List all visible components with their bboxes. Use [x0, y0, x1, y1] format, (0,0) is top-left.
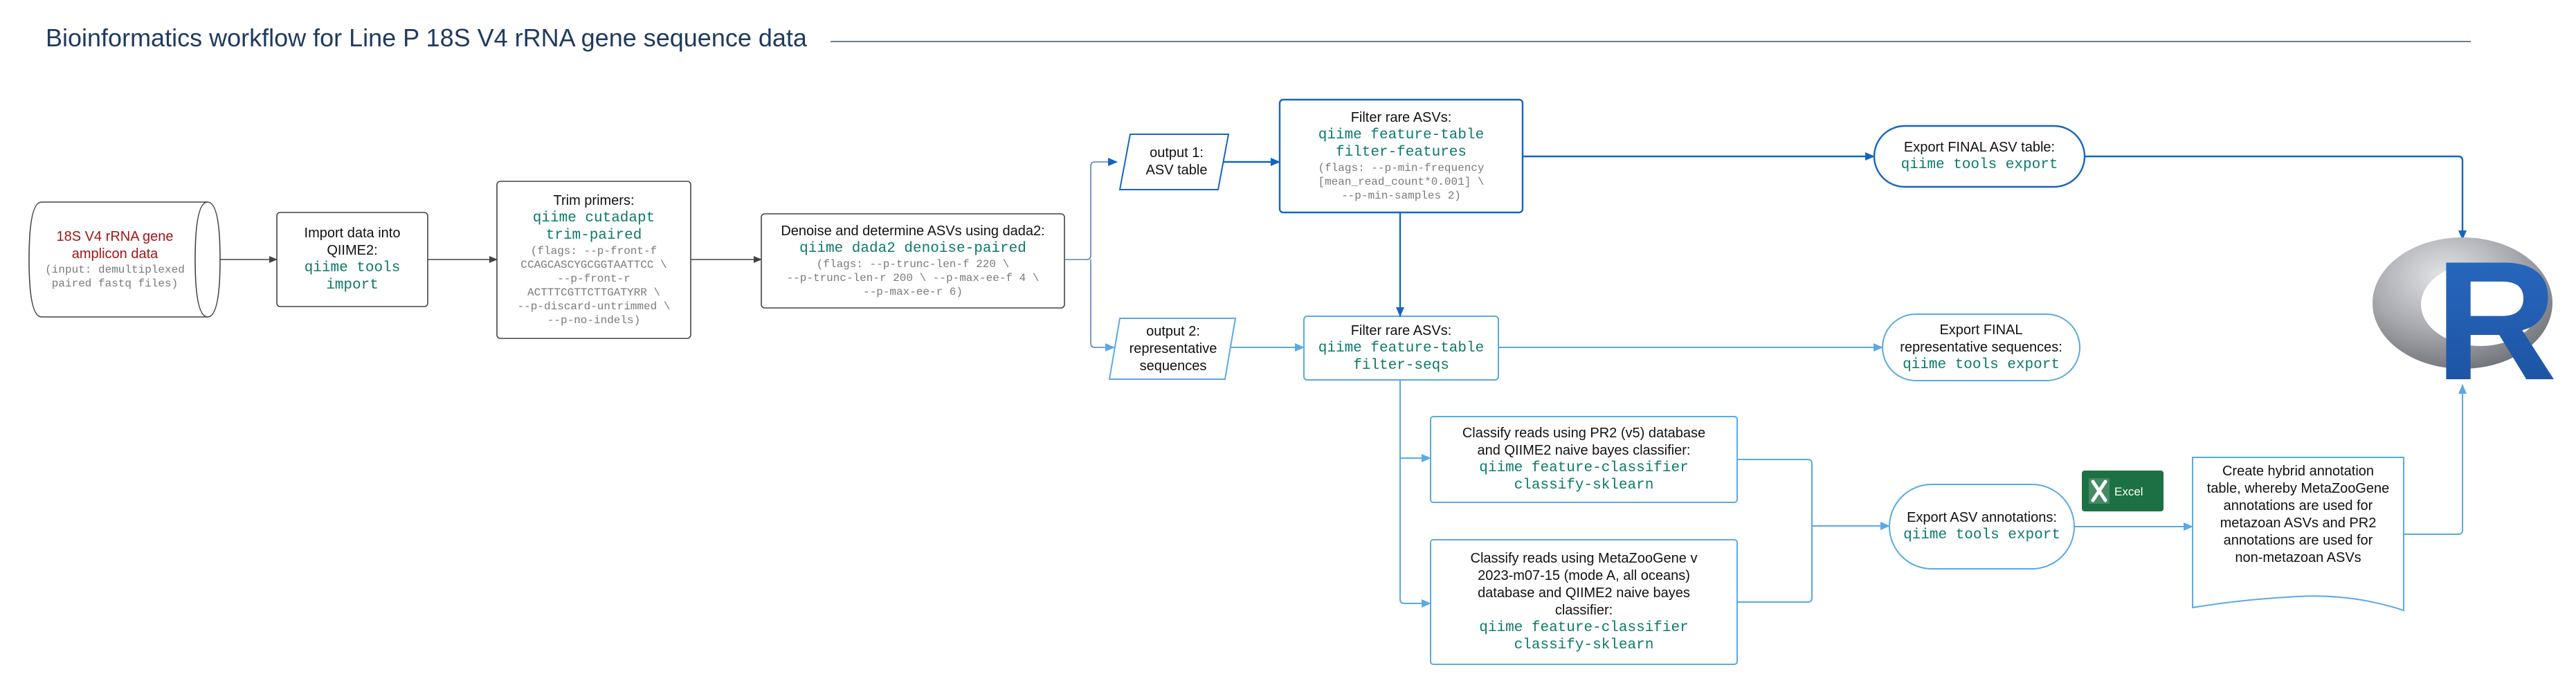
source-line1: 18S V4 rRNA gene	[56, 229, 174, 244]
denoise-flag: --p-max-ee-r 6)	[862, 286, 963, 298]
arrow-denoise-output1	[1064, 158, 1118, 260]
trim-flag: CCAGCASCYGCGGTAATTCC \	[520, 259, 667, 271]
import-node: Import data into QIIME2: qiime tools imp…	[277, 212, 428, 307]
export-asv-node: Export FINAL ASV table: qiime tools expo…	[1874, 126, 2085, 187]
export-seqs-line2: representative sequences:	[1900, 339, 2062, 355]
classify-mzg-line2: 2023-m07-15 (mode A, all oceans)	[1478, 568, 1690, 583]
hybrid-node: Create hybrid annotation table, whereby …	[2193, 459, 2404, 594]
arrow-classify-exportannot	[1737, 459, 1813, 603]
filter-features-flag: [mean_read_count*0.001] \	[1318, 176, 1485, 188]
trim-flag: (flags: --p-front-f	[530, 245, 657, 257]
export-annot-line1: Export ASV annotations:	[1907, 510, 2057, 525]
output2-line2: representative	[1129, 340, 1217, 356]
export-annot-code1: qiime tools export	[1903, 527, 2060, 543]
classify-mzg-node: Classify reads using MetaZooGene v 2023-…	[1431, 540, 1737, 664]
excel-label: Excel	[2114, 485, 2143, 498]
export-seqs-node: Export FINAL representative sequences: q…	[1883, 314, 2080, 381]
denoise-code1: qiime dada2 denoise-paired	[799, 241, 1026, 257]
trim-flag: --p-no-indels)	[547, 314, 641, 327]
output1-line2: ASV table	[1145, 163, 1208, 178]
output1-line1: output 1:	[1150, 145, 1204, 161]
output1-node: output 1: ASV table	[1128, 136, 1225, 188]
hybrid-line: annotations are used for	[2223, 533, 2373, 548]
arrow-hybrid-r	[2404, 384, 2467, 535]
denoise-node: Denoise and determine ASVs using dada2: …	[761, 214, 1064, 308]
r-letter: R	[2435, 226, 2557, 415]
trim-line1: Trim primers:	[553, 193, 635, 208]
trim-code2: trim-paired	[545, 228, 642, 244]
arrow-denoise-output2	[1090, 260, 1115, 352]
filter-features-code1: qiime feature-table	[1318, 127, 1485, 143]
filter-features-code2: filter-features	[1335, 145, 1467, 161]
trim-flag: --p-discard-untrimmed \	[517, 300, 671, 313]
output1-shape	[1118, 134, 1230, 190]
export-annot-node: Export ASV annotations: qiime tools expo…	[1889, 484, 2074, 569]
filter-features-node: Filter rare ASVs: qiime feature-table fi…	[1280, 100, 1523, 212]
classify-mzg-line3: database and QIIME2 naive bayes	[1478, 585, 1690, 601]
import-line1: Import data into	[304, 226, 401, 241]
trim-flag: ACTTTCGTTCTTGATYRR \	[527, 286, 661, 299]
export-asv-line1: Export FINAL ASV table:	[1903, 140, 2056, 155]
import-line2: QIIME2:	[327, 243, 378, 258]
classify-mzg-code2: classify-sklearn	[1514, 637, 1654, 653]
classify-pr2-code2: classify-sklearn	[1514, 477, 1654, 493]
hybrid-shape	[2192, 457, 2404, 612]
classify-pr2-line1: Classify reads using PR2 (v5) database	[1462, 426, 1706, 441]
filter-features-flag: --p-min-samples 2)	[1341, 190, 1461, 202]
hybrid-line: annotations are used for	[2223, 498, 2373, 513]
hybrid-line: metazoan ASVs and PR2	[2220, 516, 2377, 531]
import-code1: qiime tools	[304, 260, 401, 276]
denoise-flag: --p-trunc-len-r 200 \ --p-max-ee-f 4 \	[786, 272, 1040, 284]
filter-features-flag: (flags: --p-min-frequency	[1318, 162, 1485, 174]
trim-code1: qiime cutadapt	[532, 210, 655, 226]
hybrid-line: Create hybrid annotation	[2222, 464, 2375, 479]
filter-seqs-line1: Filter rare ASVs:	[1350, 322, 1452, 338]
denoise-line1: Denoise and determine ASVs using dada2:	[781, 224, 1045, 239]
output2-shape	[1108, 318, 1237, 380]
classify-mzg-line4: classifier:	[1554, 603, 1613, 618]
filter-features-line1: Filter rare ASVs:	[1350, 110, 1452, 125]
classify-pr2-node: Classify reads using PR2 (v5) database a…	[1431, 417, 1737, 502]
output2-line3: sequences	[1139, 358, 1207, 374]
export-asv-code1: qiime tools export	[1901, 157, 2058, 173]
filter-seqs-code1: qiime feature-table	[1318, 340, 1485, 356]
filter-seqs-code2: filter-seqs	[1353, 357, 1449, 374]
source-shape	[28, 201, 221, 318]
trim-node: Trim primers: qiime cutadapt trim-paired…	[497, 181, 691, 338]
arrow-seqs-classify	[1399, 380, 1431, 608]
page-title: Bioinformatics workflow for Line P 18S V…	[46, 24, 807, 52]
excel-icon: Excel	[2082, 471, 2164, 511]
import-code2: import	[326, 277, 379, 293]
export-seqs-shape	[1882, 313, 2080, 381]
trim-flag: --p-front-r	[557, 273, 631, 285]
export-asv-shape	[1873, 125, 2086, 188]
source-flags1: (input: demultiplexed	[45, 264, 185, 276]
output2-line1: output 2:	[1146, 323, 1200, 339]
denoise-flag: (flags: --p-trunc-len-f 220 \	[816, 258, 1010, 271]
export-seqs-line1: Export FINAL	[1939, 322, 2023, 338]
hybrid-line: table, whereby MetaZooGene	[2206, 481, 2390, 496]
hybrid-line: non-metazoan ASVs	[2235, 550, 2361, 565]
classify-mzg-line1: Classify reads using MetaZooGene v	[1470, 551, 1698, 566]
source-node: 18S V4 rRNA gene amplicon data (input: d…	[33, 205, 197, 314]
filter-seqs-node: Filter rare ASVs: qiime feature-table fi…	[1304, 316, 1498, 380]
source-flags2: paired fastq files)	[51, 277, 179, 290]
source-line2: amplicon data	[71, 246, 158, 262]
r-logo-icon: R	[2373, 226, 2557, 415]
output2-node: output 2: representative sequences	[1117, 318, 1229, 379]
arrow-exportasv-r	[2085, 155, 2467, 240]
export-seqs-code1: qiime tools export	[1903, 356, 2060, 373]
classify-mzg-code1: qiime feature-classifier	[1479, 620, 1689, 636]
classify-pr2-line2: and QIIME2 naive bayes classifier:	[1477, 443, 1691, 458]
classify-pr2-code1: qiime feature-classifier	[1479, 460, 1689, 476]
